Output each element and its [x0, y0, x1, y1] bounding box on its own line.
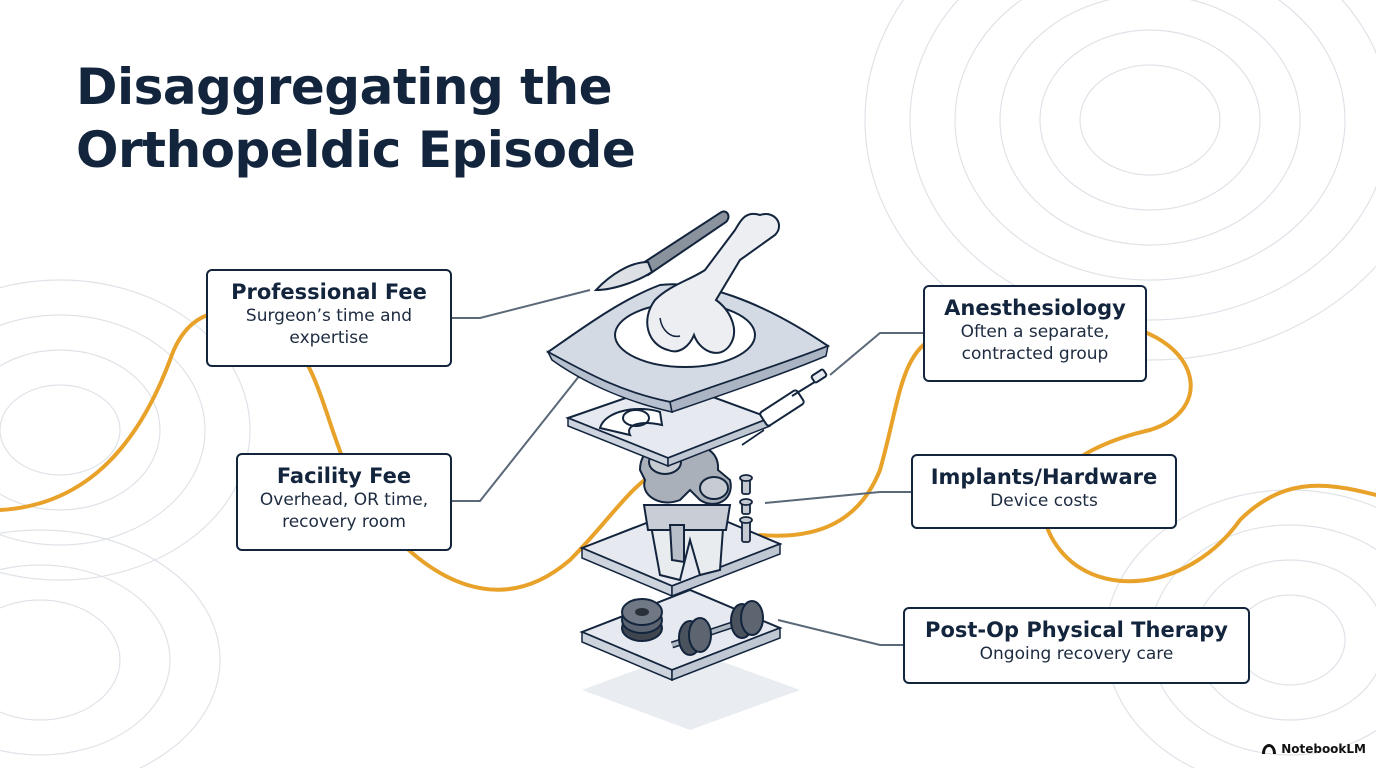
- flow-ribbon-right: [758, 315, 1376, 584]
- callout-desc: Often a separate,: [960, 322, 1110, 342]
- callout-post-op-physical-therapy: Post-Op Physical Therapy Ongoing recover…: [903, 607, 1250, 684]
- callout-desc: Overhead, OR time,: [259, 490, 429, 510]
- callout-heading: Implants/Hardware: [930, 465, 1158, 489]
- layer-anesthesia: [565, 380, 773, 468]
- dumbbell-icon: [670, 600, 764, 656]
- screws-icon: [739, 474, 753, 543]
- callout-desc: contracted group: [961, 344, 1109, 364]
- notebooklm-logo-icon: [1262, 744, 1277, 754]
- brand-label: NotebookLM: [1281, 742, 1366, 756]
- weight-plate-icon: [621, 598, 663, 642]
- femur-bone-icon: [646, 212, 780, 354]
- callout-heading: Anesthesiology: [944, 296, 1126, 320]
- title-line-2: Orthopeldic Episode: [76, 121, 636, 179]
- callout-desc: expertise: [289, 328, 369, 348]
- syringe-icon: [741, 368, 828, 446]
- callout-heading: Facility Fee: [276, 464, 412, 488]
- callout-heading: Professional Fee: [231, 280, 427, 304]
- flow-ribbon: [0, 310, 662, 592]
- callout-desc: Ongoing recovery care: [979, 644, 1174, 664]
- callout-desc: recovery room: [282, 512, 406, 532]
- scalpel-icon: [593, 210, 730, 292]
- callout-heading: Post-Op Physical Therapy: [925, 618, 1228, 642]
- callout-facility-fee: Facility Fee Overhead, OR time, recovery…: [236, 453, 452, 551]
- callout-professional-fee: Professional Fee Surgeon’s time and expe…: [206, 269, 452, 367]
- callout-desc: Device costs: [990, 491, 1098, 511]
- callout-implants-hardware: Implants/Hardware Device costs: [911, 454, 1177, 529]
- page-title: Disaggregating the Orthopeldic Episode: [76, 56, 636, 182]
- title-line-1: Disaggregating the: [76, 58, 613, 116]
- notebooklm-watermark: NotebookLM: [1261, 742, 1366, 756]
- callout-desc: Surgeon’s time and: [245, 306, 413, 326]
- callout-anesthesiology: Anesthesiology Often a separate, contrac…: [923, 285, 1147, 382]
- leader-lines: [452, 289, 924, 646]
- base-shadow: [582, 650, 800, 730]
